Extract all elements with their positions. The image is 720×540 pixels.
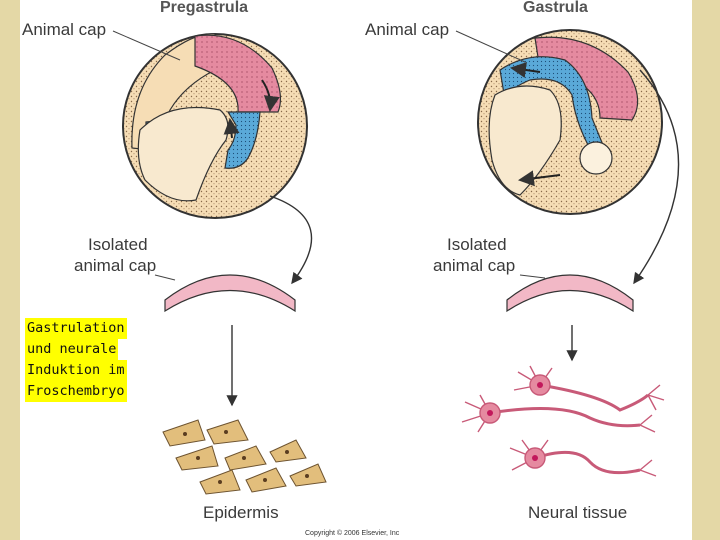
gastrula-embryo xyxy=(477,29,663,215)
label-animal-cap-right: Animal cap xyxy=(365,20,450,39)
copyright-notice: Copyright © 2006 Elsevier, Inc xyxy=(305,530,400,537)
label-isolated-left-2: animal cap xyxy=(74,256,157,275)
gastrula-arrow-bottom xyxy=(518,170,561,187)
isolated-cap-left xyxy=(164,274,296,313)
pregastrula-arrow-down xyxy=(261,79,280,112)
isolated-cap-right xyxy=(506,274,634,313)
annotation-line: Froschembryo xyxy=(25,381,127,402)
left-border xyxy=(0,0,20,540)
gastrula-blastopore xyxy=(579,141,613,175)
neuron-2 xyxy=(461,394,656,433)
annotation-line: Gastrulation xyxy=(25,318,127,339)
neurons xyxy=(461,365,665,477)
label-isolated-left-1: Isolated xyxy=(88,235,148,254)
label-isolated-right-2: animal cap xyxy=(433,256,516,275)
pregastrula-arrow-up xyxy=(223,118,240,139)
pregastrula-animal-cap xyxy=(194,34,282,113)
neuron-1 xyxy=(513,365,665,412)
stage-title-pregastrula: Pregastrula xyxy=(160,0,249,16)
right-border xyxy=(692,0,720,540)
pregastrula-blastocoel xyxy=(137,107,229,202)
gastrula-blastocoel xyxy=(488,85,562,196)
annotation-box: Gastrulation und neurale Induktion im Fr… xyxy=(25,318,127,402)
stage-title-gastrula: Gastrula xyxy=(523,0,588,16)
pointer-isolated-left xyxy=(154,274,176,281)
pointer-isolated-right xyxy=(519,274,546,279)
arrow-to-isolated-right xyxy=(633,69,680,285)
annotation-line: und neurale xyxy=(25,339,119,360)
label-animal-cap-left: Animal cap xyxy=(22,20,107,39)
pregastrula-embryo xyxy=(122,33,308,219)
neuron-3 xyxy=(509,439,657,477)
label-epidermis: Epidermis xyxy=(203,503,279,522)
pregastrula-mesoderm xyxy=(224,111,261,169)
gastrula-mesoderm xyxy=(499,56,607,151)
label-neural-tissue: Neural tissue xyxy=(528,503,628,522)
gastrula-arrow-top xyxy=(510,62,541,78)
pointer-animal-cap-right xyxy=(455,30,526,63)
pointer-animal-cap-left xyxy=(112,30,181,61)
annotation-line: Induktion im xyxy=(25,360,127,381)
arrow-to-isolated-left xyxy=(269,195,313,285)
epidermal-nuclei xyxy=(183,430,309,484)
label-isolated-right-1: Isolated xyxy=(447,235,507,254)
